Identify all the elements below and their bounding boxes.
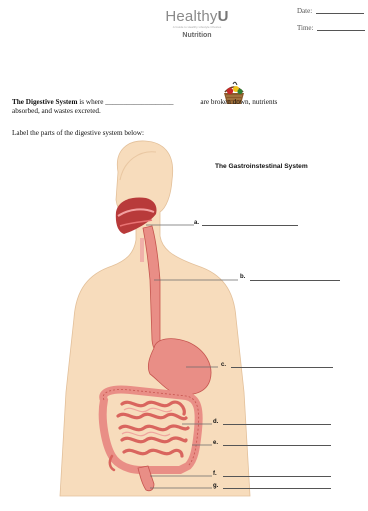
label-b: b. (240, 274, 245, 280)
label-d: d. (213, 419, 218, 425)
answer-line-a[interactable] (202, 225, 298, 226)
answer-line-f[interactable] (223, 476, 331, 477)
label-g: g. (213, 483, 218, 489)
answer-line-d[interactable] (223, 424, 331, 425)
answer-line-b[interactable] (250, 280, 340, 281)
label-c: c. (221, 362, 226, 368)
answer-line-c[interactable] (231, 367, 333, 368)
answer-line-e[interactable] (223, 445, 331, 446)
label-e: e. (213, 440, 218, 446)
answer-line-g[interactable] (223, 488, 331, 489)
label-a: a. (194, 220, 199, 226)
label-f: f. (213, 471, 217, 477)
